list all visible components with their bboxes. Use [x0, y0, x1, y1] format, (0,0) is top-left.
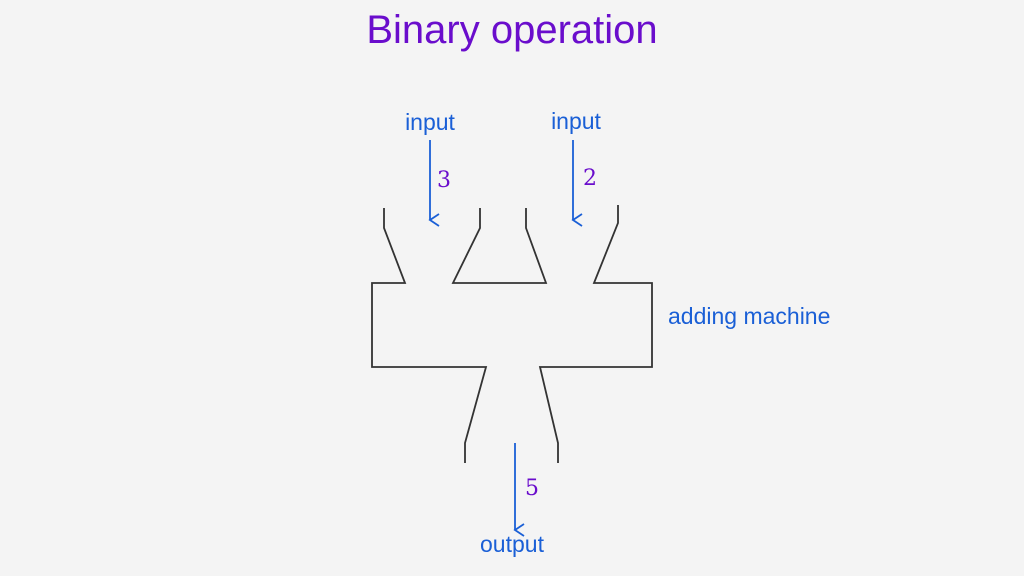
- adding-machine-center-wedge: [451, 208, 548, 284]
- output-label: output: [480, 531, 545, 557]
- adding-machine-label: adding machine: [668, 303, 830, 329]
- input-label-left: input: [405, 109, 455, 135]
- input-label-right: input: [551, 108, 601, 134]
- input-value-left: 3: [437, 168, 451, 193]
- diagram-title: Binary operation: [366, 8, 658, 52]
- adding-machine-body: [371, 208, 488, 463]
- output-value: 5: [525, 476, 539, 501]
- input-value-right: 2: [583, 166, 597, 191]
- adding-machine-body-right: [538, 205, 653, 463]
